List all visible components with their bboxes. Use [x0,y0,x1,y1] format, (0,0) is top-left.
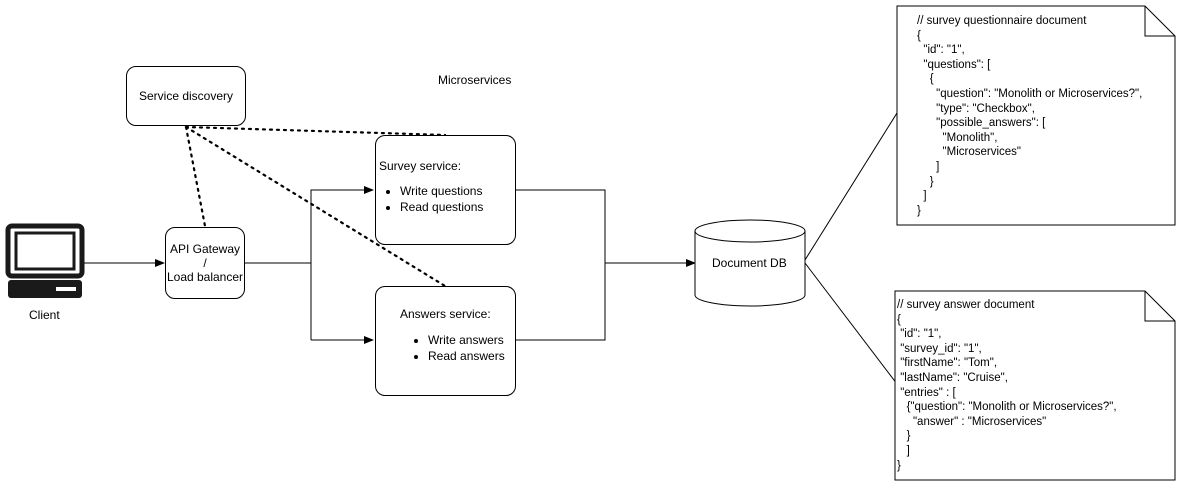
questionnaire-note-shape [896,5,1176,226]
client-label: Client [29,308,60,322]
answers-service-box: Answers service: Write answers Read answ… [375,286,516,396]
gateway-to-services-connector [245,186,374,344]
api-gateway-label-line1: API Gateway [169,242,241,256]
api-gateway-box: API Gateway / Load balancer [165,227,245,299]
survey-service-item: Write questions [400,183,483,199]
api-gateway-label-line2: / [203,256,207,270]
survey-service-title: Survey service: [379,159,462,173]
service-discovery-label: Service discovery [138,89,234,103]
answers-service-item: Read answers [428,348,505,364]
db-to-documents-connector [804,112,898,385]
answers-service-item: Write answers [428,332,505,348]
diagram-title: Microservices [438,73,512,87]
survey-service-item: Read questions [400,199,483,215]
services-to-db-connector [516,189,696,341]
survey-service-box: Survey service: Write questions Read que… [375,135,516,245]
api-gateway-label-line3: Load balancer [166,270,244,284]
questionnaire-document-text: // survey questionnaire document { "id":… [917,15,1143,217]
document-db-label: Document DB [712,256,787,270]
answers-service-list: Write answers Read answers [410,332,505,364]
answer-note-shape [894,290,1176,481]
document-db-cylinder [694,219,806,307]
answers-service-title: Answers service: [400,307,491,321]
service-discovery-links [184,125,447,288]
survey-service-list: Write questions Read questions [382,183,483,215]
answer-document-text: // survey answer document { "id": "1", "… [897,299,1117,472]
computer-icon [5,223,85,298]
service-discovery-box: Service discovery [126,66,246,126]
